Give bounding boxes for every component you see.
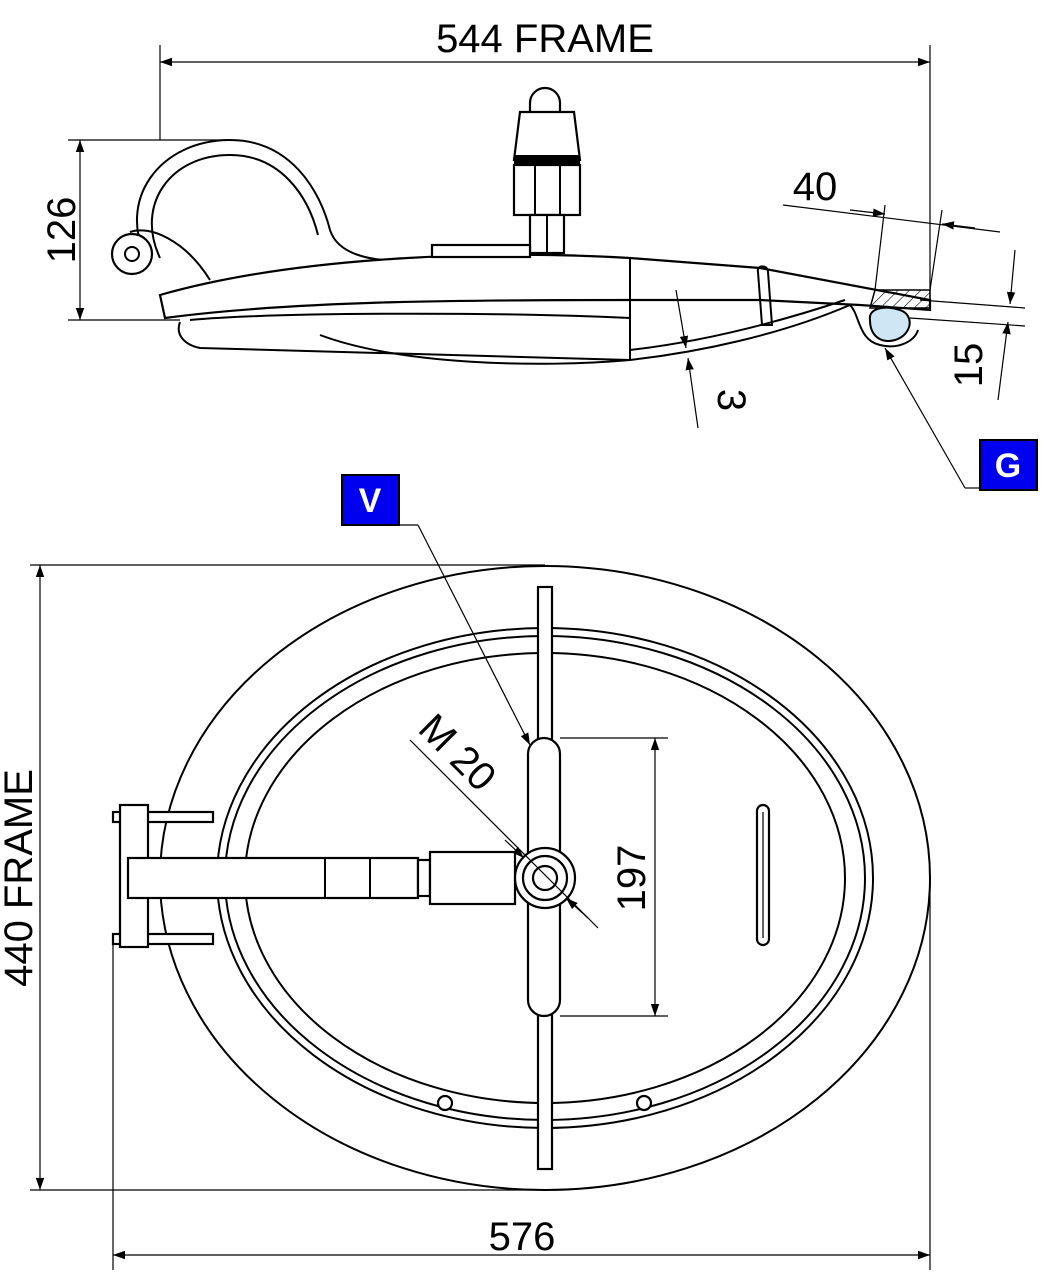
callout-v-leader [417,524,531,746]
valve-bonnet [512,110,582,162]
hinge-arm-collar-1 [416,858,432,898]
valve-band [514,155,580,165]
hinge-plate-bottom [111,932,215,946]
dim-15-arrow-top [1006,249,1016,305]
lid-rim [177,321,631,361]
hinge-arm-outer [136,138,421,263]
hinge-link [129,229,211,281]
callout-g-box [979,439,1038,491]
dim-40-arrow-right [941,221,976,230]
hinge-plate-top [111,810,215,824]
side-pull-handle [756,265,774,326]
gasket-seal [868,306,911,342]
bolt-span-label: 197 [610,845,654,912]
gasket-channel [849,304,919,348]
dim-15-ext-top [919,299,1026,309]
hinge-arm-collar-2 [428,850,517,906]
side-view: 544 FRAME 126 [40,17,1038,491]
thread-leader [409,739,599,929]
frame-height-label: 440 FRAME [0,769,41,987]
lid-flange-inner [629,299,846,351]
dim-40-ext-left [874,204,886,291]
callout-g-label: G [995,447,1021,485]
frame-section-hatch [869,289,931,309]
lid-dome-bottom [319,334,631,365]
hinge-pin-icon [124,246,140,262]
overall-width-label: 576 [489,1215,556,1259]
callout-v-box [341,474,400,526]
lid-lower-edge [189,312,631,321]
side-valve-assembly [430,86,582,259]
rim-bolt-right [635,1094,653,1112]
hinge-arm [126,856,420,900]
thickness-3-label: 3 [709,389,753,411]
thread-arrow-bottom [565,897,589,919]
dim-3-arrow-bottom [685,357,699,429]
callout-g-leader [884,347,966,489]
center-nut-bore [531,864,559,892]
thread-arrow-top [504,839,525,859]
dim-3-arrow-top [675,289,689,349]
dim-40-arrow-left [849,208,886,217]
thread-label: M 20 [410,706,504,800]
dim-40-ext-right [929,209,943,291]
top-view: 440 FRAME 576 [0,474,931,1270]
dim-15-arrow-bottom [997,321,1011,401]
hinge-arm-inner [150,153,319,259]
valve-body [512,163,582,217]
frame-width-label: 544 FRAME [436,17,654,61]
hinge-pin-boss [110,232,154,276]
lid-flange-bottom [629,304,851,361]
flange-40-label: 40 [793,165,838,209]
lid-top-plate [158,253,932,320]
height-126-label: 126 [40,197,84,264]
dim-40-baseline [782,204,1001,233]
valve-clamp-bar [430,243,532,259]
rim-bolt-left [436,1094,454,1112]
callout-v-label: V [359,482,382,520]
gasket-15-label: 15 [947,343,991,388]
